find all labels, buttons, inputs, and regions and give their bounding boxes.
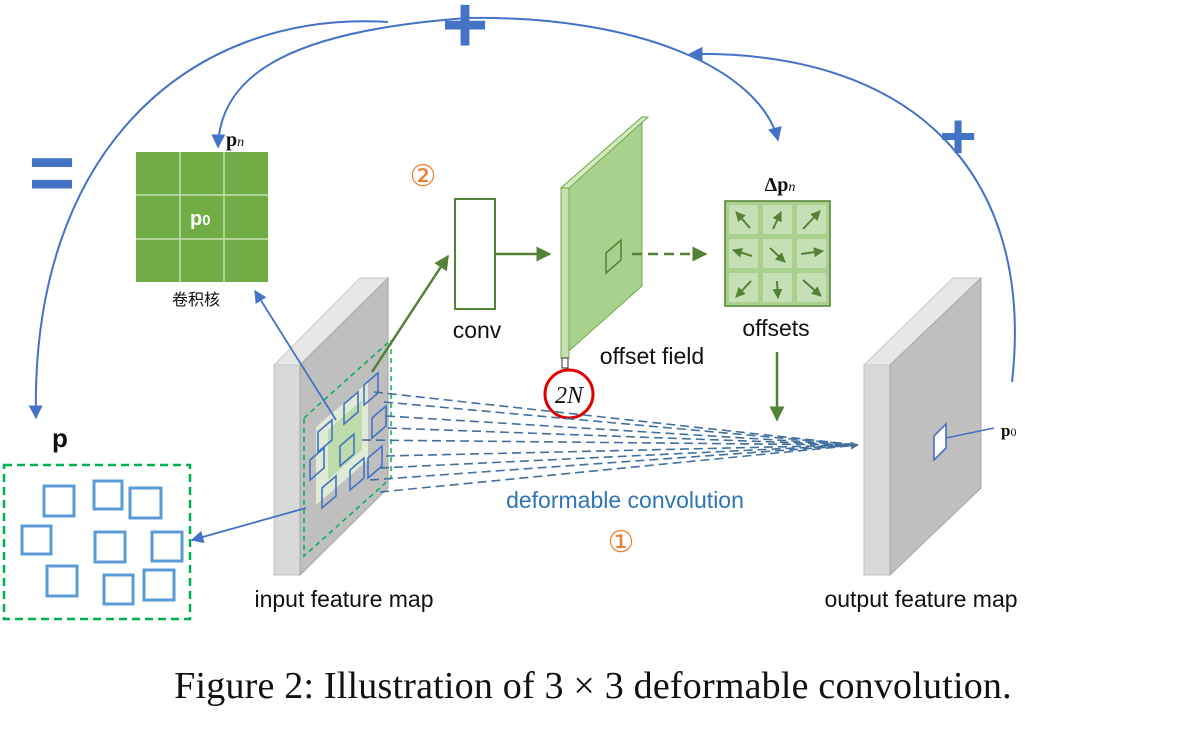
deformable-convolution-label: deformable convolution — [506, 487, 744, 513]
arc-to-kernel — [211, 17, 469, 149]
pn-label: pn — [226, 129, 244, 151]
output-feature-map — [862, 276, 983, 577]
p0-pointer-line — [945, 427, 995, 439]
two-n-label: 2N — [555, 383, 585, 409]
output-p0-label: p0 — [1001, 421, 1016, 440]
offsets-label: offsets — [742, 315, 809, 341]
offset-field-slab — [559, 115, 650, 369]
conv-label: conv — [453, 317, 502, 343]
arrow-input-to-kernel — [254, 289, 337, 421]
deformable-conv-lines — [361, 391, 859, 493]
diagram-canvas: + + = p0 pn 卷积核 ② input feature map — [2, 0, 1018, 621]
figure-caption: Figure 2: Illustration of 3 × 3 deformab… — [174, 665, 1012, 707]
arrow-input-to-conv — [370, 254, 450, 373]
equals-sign: = — [29, 128, 76, 217]
plus-sign-right: + — [939, 100, 976, 172]
output-feature-map-label: output feature map — [824, 586, 1017, 612]
sampling-p-label: p — [52, 423, 68, 453]
kernel-grid — [136, 152, 268, 282]
arc-to-offsets — [465, 16, 782, 142]
kernel-center-p0: p0 — [190, 208, 211, 230]
plus-sign-top: + — [442, 0, 489, 69]
arc-from-output — [688, 46, 1016, 383]
conv-box — [454, 198, 496, 310]
offset-arrows — [732, 210, 824, 299]
step-one-label: ① — [608, 526, 635, 559]
arc-to-sampling — [28, 20, 389, 420]
step-two-label: ② — [410, 160, 437, 193]
delta-pn-label: Δpn — [765, 174, 796, 196]
input-feature-map-label: input feature map — [254, 586, 433, 612]
offset-field-label: offset field — [600, 343, 704, 369]
arrow-input-to-sampling — [190, 507, 307, 544]
sampling-locations-box — [2, 463, 192, 621]
kernel-caption: 卷积核 — [172, 291, 220, 309]
sampling-squares — [20, 479, 184, 606]
